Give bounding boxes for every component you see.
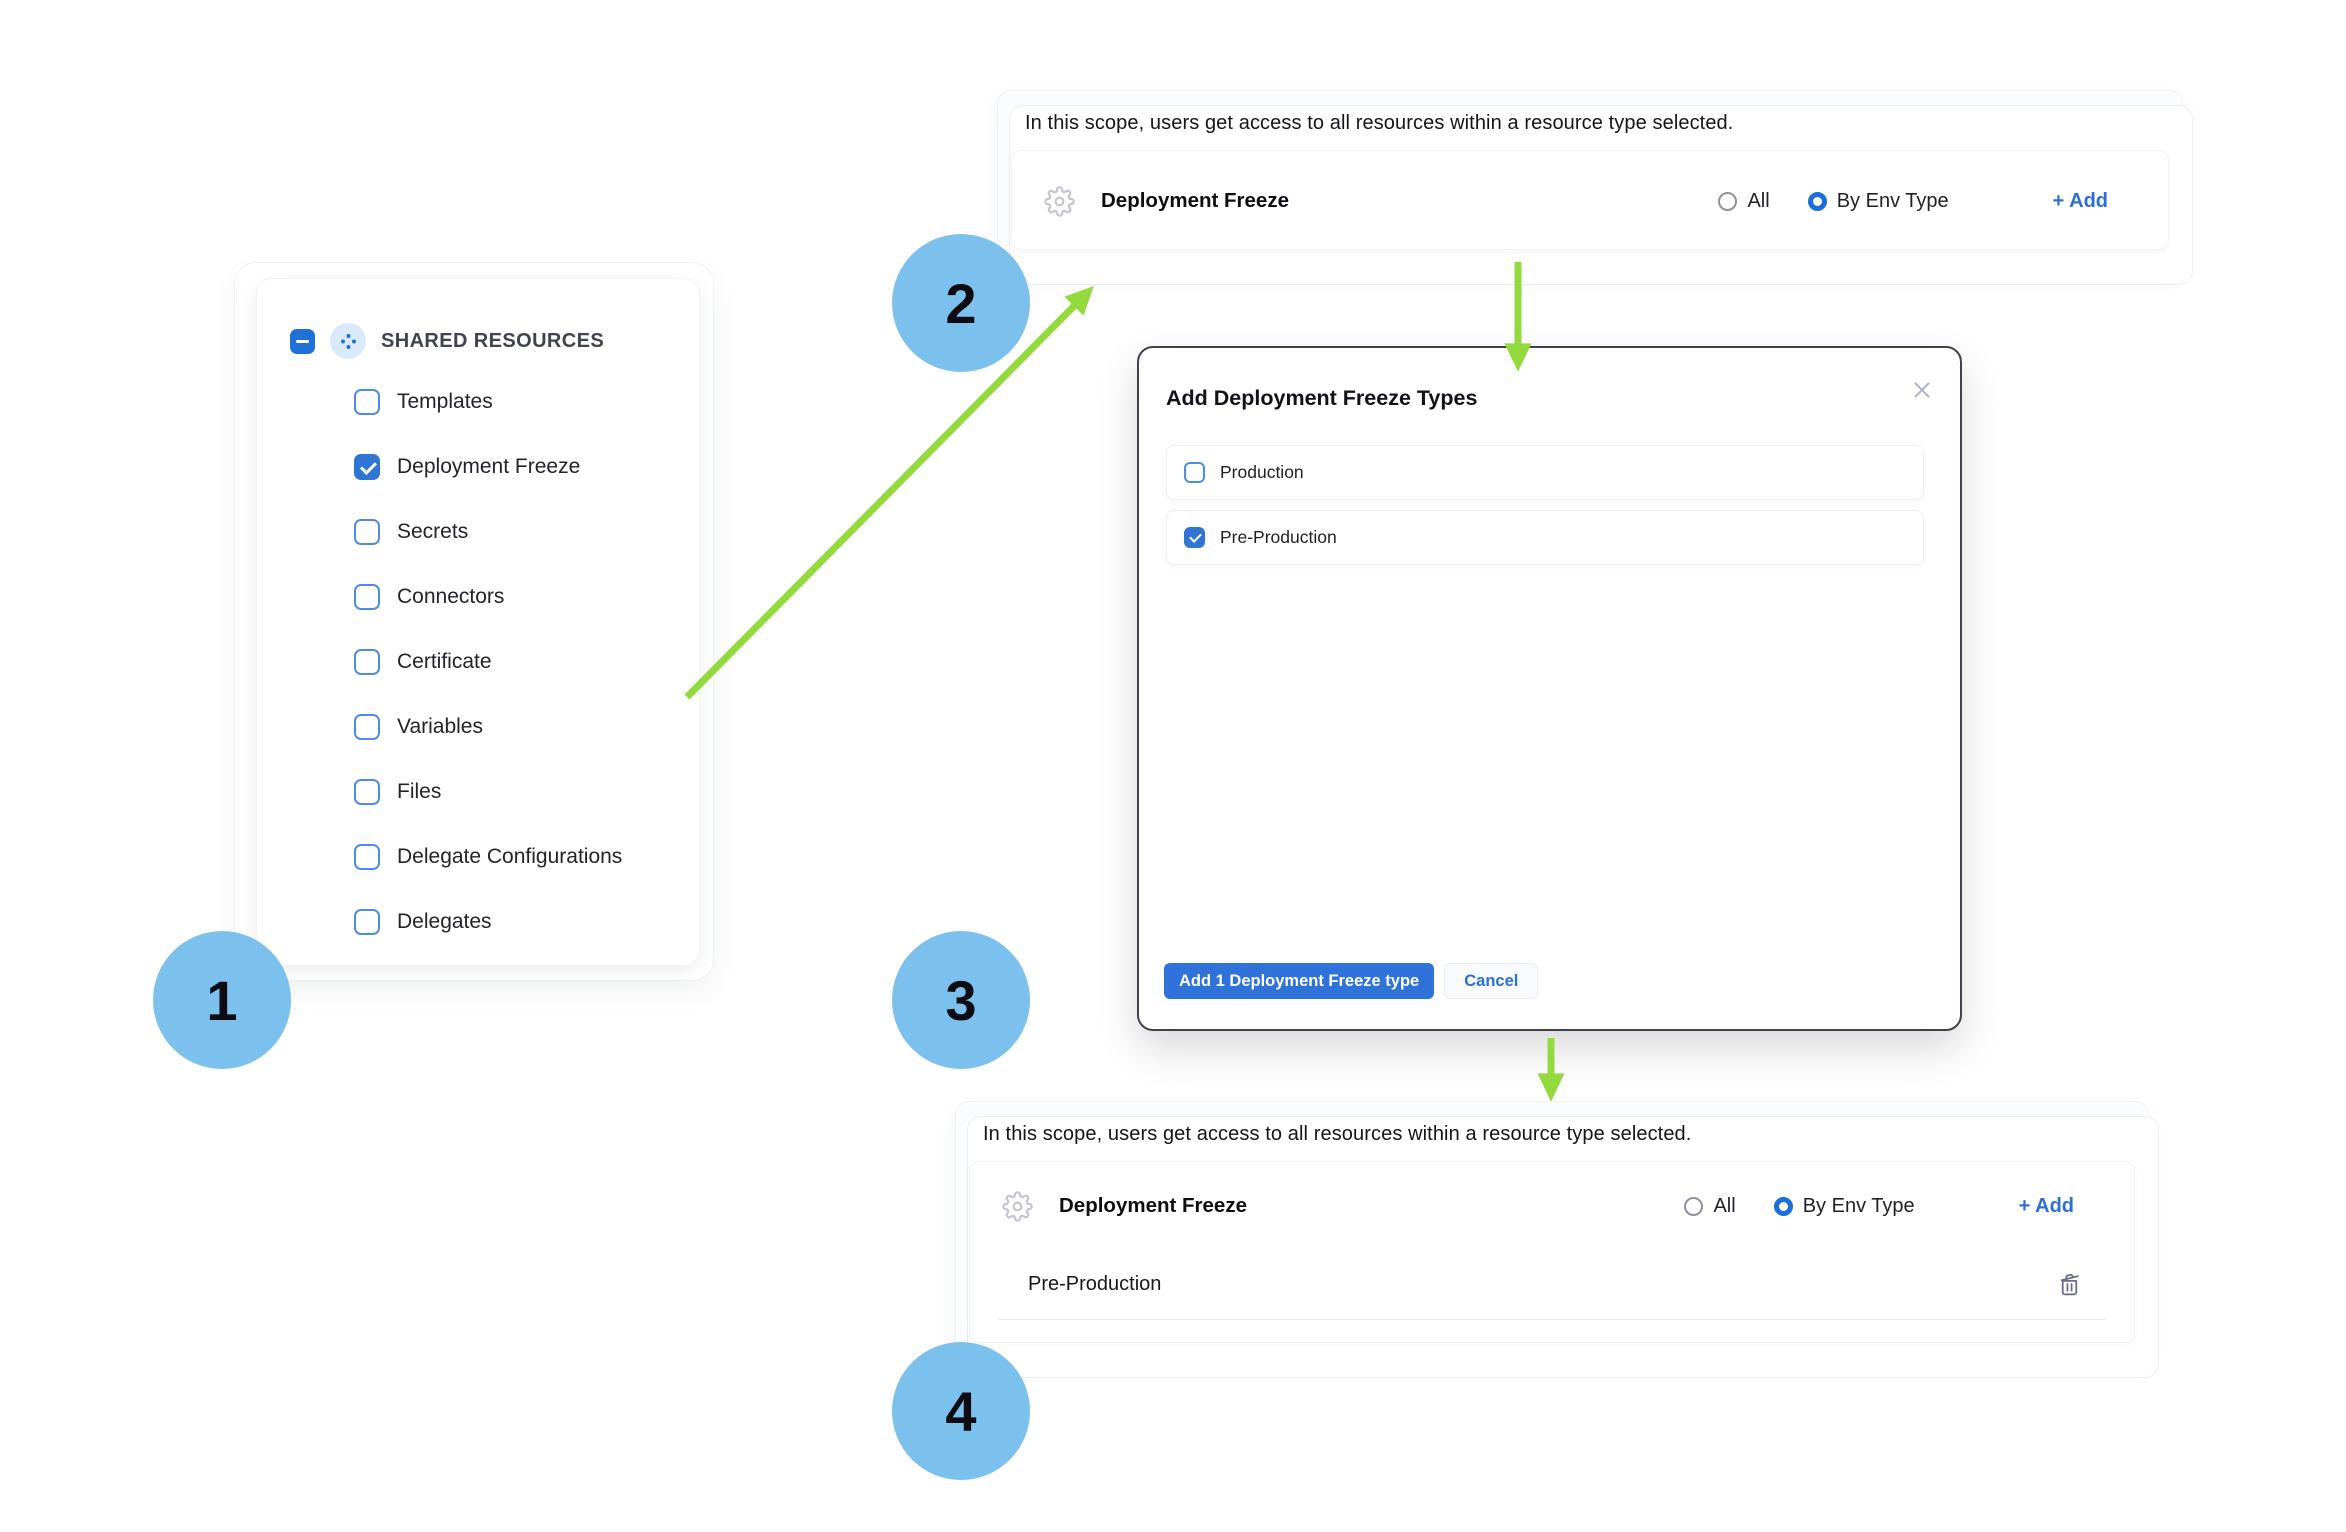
label-deployment-freeze: Deployment Freeze	[397, 455, 581, 478]
access-mode-radio-group: All By Env Type	[1718, 189, 1949, 213]
modal-title: Add Deployment Freeze Types	[1166, 386, 1478, 410]
shared-resources-panel: SHARED RESOURCES Templates Deployment Fr…	[256, 278, 700, 966]
checkbox-certificate[interactable]	[354, 649, 380, 675]
shared-resources-icon	[330, 323, 366, 359]
label-files: Files	[397, 780, 442, 803]
list-item-files[interactable]: Files	[354, 779, 699, 805]
checkbox-files[interactable]	[354, 779, 380, 805]
arrow-step1-to-step2	[684, 285, 1094, 700]
gear-icon	[1044, 185, 1075, 217]
add-deployment-freeze-types-modal: Add Deployment Freeze Types Production P…	[1137, 346, 1962, 1031]
close-icon[interactable]	[1910, 378, 1934, 402]
scope-description: In this scope, users get access to all r…	[983, 1123, 1692, 1145]
list-item-variables[interactable]: Variables	[354, 714, 699, 740]
label-pre-production: Pre-Production	[1220, 527, 1337, 547]
deployment-freeze-row: Deployment Freeze All By Env Type + Add	[1012, 151, 2168, 249]
step-badge-1: 1	[153, 931, 291, 1069]
label-variables: Variables	[397, 715, 483, 738]
radio-all[interactable]	[1718, 191, 1738, 211]
collapse-minus-button[interactable]	[290, 328, 315, 354]
scope-panel-bottom: In this scope, users get access to all r…	[955, 1101, 2149, 1365]
resource-type-list: Templates Deployment Freeze Secrets Conn…	[354, 389, 699, 935]
list-item-certificate[interactable]: Certificate	[354, 649, 699, 675]
label-connectors: Connectors	[397, 585, 505, 608]
radio-by-env-type[interactable]	[1773, 1196, 1793, 1216]
step-badge-2: 2	[892, 234, 1030, 372]
radio-all-label: All	[1713, 1194, 1736, 1217]
delete-trash-icon[interactable]	[2057, 1272, 2082, 1297]
label-certificate: Certificate	[397, 650, 492, 673]
cancel-button[interactable]: Cancel	[1444, 963, 1539, 999]
checkbox-delegates[interactable]	[354, 909, 380, 935]
shared-resources-panel-frame: SHARED RESOURCES Templates Deployment Fr…	[234, 262, 714, 981]
radio-all-label: All	[1747, 189, 1770, 212]
checkbox-deployment-freeze[interactable]	[354, 454, 380, 480]
radio-by-env-type-label: By Env Type	[1802, 1194, 1915, 1217]
deployment-freeze-row: Deployment Freeze All By Env Type + Add	[970, 1162, 2134, 1250]
label-delegates: Delegates	[397, 910, 492, 933]
radio-by-env-type-label: By Env Type	[1836, 189, 1949, 212]
checkbox-delegate-configurations[interactable]	[354, 844, 380, 870]
label-production: Production	[1220, 462, 1304, 482]
radio-option-by-env-type[interactable]: By Env Type	[1807, 189, 1949, 213]
checkbox-variables[interactable]	[354, 714, 380, 740]
radio-option-all[interactable]: All	[1684, 1194, 1736, 1218]
shared-resources-title: SHARED RESOURCES	[381, 329, 605, 352]
radio-option-by-env-type[interactable]: By Env Type	[1773, 1194, 1915, 1218]
label-templates: Templates	[397, 390, 493, 413]
checkbox-pre-production[interactable]	[1184, 527, 1205, 548]
gear-icon	[1002, 1190, 1033, 1222]
env-type-row-pre-production: Pre-Production	[998, 1250, 2106, 1320]
checkbox-secrets[interactable]	[354, 519, 380, 545]
shared-resources-header: SHARED RESOURCES	[290, 323, 699, 359]
option-row-pre-production[interactable]: Pre-Production	[1166, 510, 1924, 565]
resource-name: Deployment Freeze	[1101, 189, 1289, 212]
checkbox-connectors[interactable]	[354, 584, 380, 610]
env-type-name: Pre-Production	[1028, 1273, 1162, 1295]
scope-description: In this scope, users get access to all r…	[1025, 112, 1734, 134]
option-row-production[interactable]: Production	[1166, 445, 1924, 500]
checkbox-templates[interactable]	[354, 389, 380, 415]
add-button[interactable]: + Add	[2018, 1194, 2074, 1217]
resource-name: Deployment Freeze	[1059, 1194, 1247, 1217]
list-item-delegates[interactable]: Delegates	[354, 909, 699, 935]
list-item-deployment-freeze[interactable]: Deployment Freeze	[354, 454, 699, 480]
radio-option-all[interactable]: All	[1718, 189, 1770, 213]
resource-type-card: Deployment Freeze All By Env Type + Add	[1011, 150, 2169, 250]
modal-footer: Add 1 Deployment Freeze type Cancel	[1164, 963, 1539, 999]
label-delegate-configurations: Delegate Configurations	[397, 845, 623, 868]
checkbox-production[interactable]	[1184, 462, 1205, 483]
add-button[interactable]: + Add	[2052, 189, 2108, 212]
list-item-templates[interactable]: Templates	[354, 389, 699, 415]
label-secrets: Secrets	[397, 520, 469, 543]
list-item-secrets[interactable]: Secrets	[354, 519, 699, 545]
resource-type-card: Deployment Freeze All By Env Type + Add …	[969, 1161, 2135, 1343]
list-item-delegate-configurations[interactable]: Delegate Configurations	[354, 844, 699, 870]
freeze-type-options: Production Pre-Production	[1166, 445, 1924, 565]
scope-panel-top: In this scope, users get access to all r…	[997, 90, 2183, 272]
access-mode-radio-group: All By Env Type	[1684, 1194, 1915, 1218]
radio-all[interactable]	[1684, 1196, 1704, 1216]
list-item-connectors[interactable]: Connectors	[354, 584, 699, 610]
step-badge-4: 4	[892, 1342, 1030, 1480]
radio-by-env-type[interactable]	[1807, 191, 1827, 211]
add-freeze-type-button[interactable]: Add 1 Deployment Freeze type	[1164, 963, 1435, 999]
step-badge-3: 3	[892, 931, 1030, 1069]
